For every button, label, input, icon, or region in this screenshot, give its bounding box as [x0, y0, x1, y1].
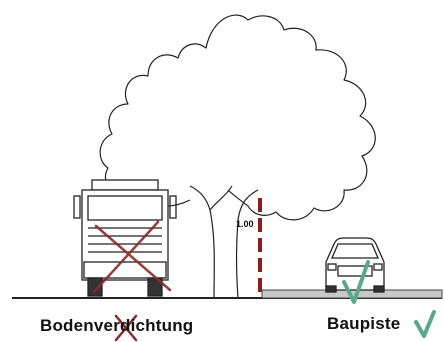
car-wheel-left — [326, 286, 336, 292]
tree-branch — [210, 186, 232, 210]
construction-track-caption: Baupiste — [327, 314, 400, 334]
truck-roof — [92, 180, 158, 190]
check-mark-icon — [416, 312, 434, 336]
tree-trunk-left — [190, 186, 214, 298]
car-icon — [326, 238, 384, 292]
root-zone-measure-label: 1.00 — [236, 219, 254, 229]
truck-icon — [74, 180, 176, 296]
truck-cab — [82, 190, 168, 280]
truck-mirror-left — [74, 196, 80, 218]
soil-compaction-caption: Bodenverdichtung — [40, 316, 193, 336]
car-wheel-right — [374, 286, 384, 292]
truck-mirror-right — [170, 196, 176, 218]
tree-trunk-right — [237, 190, 259, 298]
